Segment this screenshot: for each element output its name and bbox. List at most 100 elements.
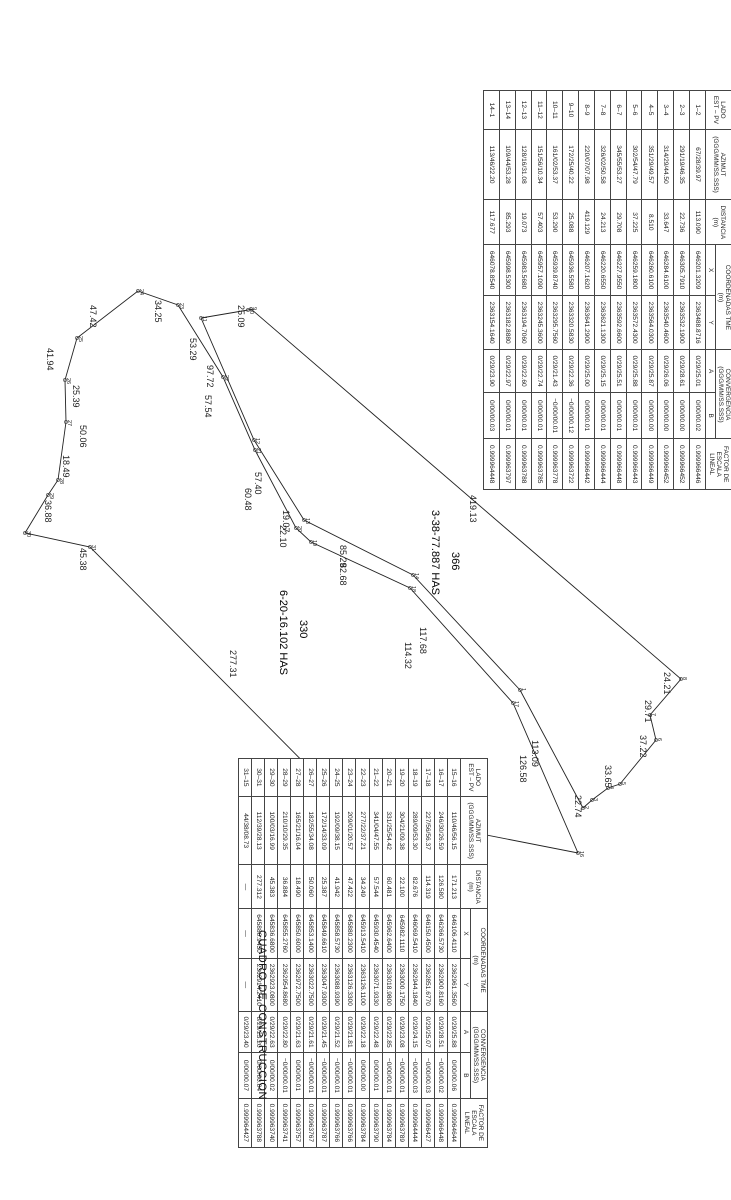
- table-cell-factor: 0.999963797: [499, 438, 516, 490]
- table-cell-conv_a: 0/29/22.97: [499, 349, 516, 393]
- table-cell-azimut: 246/30/26.59: [434, 796, 448, 865]
- table-cell-y: 2363194.7060: [515, 295, 532, 350]
- table-cell-factor: 0.999963790: [369, 1098, 383, 1148]
- side-length-label: 419.13: [468, 495, 478, 523]
- table-cell-x: 645936.5580: [562, 244, 579, 296]
- table-cell-azimut: 44/38/08.73: [238, 796, 252, 865]
- table-cell-conv_a: 0/29/25.87: [641, 349, 658, 393]
- table-cell-factor: 0.999966442: [578, 438, 595, 490]
- table-cell-x: 646078.8540: [483, 244, 500, 296]
- table-cell-azimut: 220/07/07.98: [578, 129, 595, 200]
- boundary-lines: [24, 290, 682, 854]
- table-cell-x: 646266.5730: [434, 908, 448, 959]
- col-b: B: [460, 1052, 471, 1099]
- table-cell-x: 645983.5680: [515, 244, 532, 296]
- table-cell-dist: 36.884: [277, 864, 291, 909]
- table-cell-dist: 85.293: [499, 199, 516, 245]
- table-cell-lado: 23–24: [342, 758, 356, 797]
- col-convergencia: CONVERGENCIA(GGG/MM/SS.SSS): [470, 1011, 488, 1099]
- lot-366-id: 366: [449, 552, 461, 570]
- table-cell-conv_a: 0/29/25.51: [610, 349, 627, 393]
- table-cell-factor: 0.999963784: [382, 1098, 396, 1148]
- table-cell-factor: 0.999963757: [290, 1098, 304, 1148]
- table-cell-y: 2362851.6770: [421, 958, 435, 1012]
- table-cell-azimut: 112/39/28.13: [251, 796, 265, 865]
- side-length-label: 45.38: [78, 548, 88, 571]
- table-cell-conv_a: 0/29/24.15: [408, 1011, 422, 1053]
- vertex-label: 30: [25, 531, 31, 537]
- table-cell-lado: 2–3: [673, 90, 690, 130]
- table-cell-conv_b: 0/00/00.00: [641, 392, 658, 439]
- side-length-label: 117.68: [418, 627, 428, 654]
- table-cell-lado: 22–23: [355, 758, 370, 797]
- table-cell-azimut: 151/56/10.34: [531, 129, 547, 200]
- table-cell-conv_b: −0/00/00.01: [395, 1052, 409, 1099]
- table-cell-conv_b: −0/00/00.01: [277, 1052, 291, 1099]
- vertex-marker: [302, 518, 306, 522]
- table-cell-lado: 20–21: [382, 758, 396, 797]
- table-cell-x: 645849.6610: [316, 908, 330, 959]
- table-cell-lado: 30–31: [251, 758, 265, 797]
- table-cell-conv_a: 0/29/22.80: [277, 1011, 291, 1053]
- table-cell-x: 645998.5300: [499, 244, 516, 296]
- table-cell-conv_a: 0/29/22.74: [531, 349, 547, 393]
- vertex-labels: 1234567891011121314151617181920212223242…: [23, 289, 687, 857]
- side-length-label: 36.88: [43, 500, 53, 523]
- table-cell-azimut: 100/03/16.99: [264, 796, 278, 865]
- vertex-marker: [88, 545, 92, 549]
- table-cell-factor: 0.999964427: [238, 1098, 252, 1148]
- table-cell-y: 2363592.6600: [610, 295, 627, 350]
- table-cell-conv_a: 0/29/25.88: [447, 1011, 461, 1053]
- table-cell-lado: 7–8: [594, 90, 611, 130]
- table-cell-dist: 25.088: [562, 199, 579, 245]
- table-cell-factor: 0.999966443: [626, 438, 642, 490]
- side-length-label: 47.42: [88, 305, 98, 328]
- table-cell-conv_b: 0/00/00.01: [290, 1052, 304, 1099]
- table-cell-azimut: 341/04/47.55: [369, 796, 383, 865]
- table-cell-azimut: 209/01/20.57: [342, 796, 356, 865]
- table-cell-conv_b: 0/00/00.01: [515, 392, 532, 439]
- table-cell-conv_b: 0/00/00.00: [657, 392, 674, 439]
- table-cell-x: 645880.2300: [342, 908, 356, 959]
- table-cell-dist: 24.213: [594, 199, 611, 245]
- col-b: B: [705, 392, 716, 439]
- table-cell-conv_b: −0/00/00.01: [329, 1052, 343, 1099]
- table-cell-dist: 33.647: [657, 199, 674, 245]
- table-cell-dist: 34.249: [355, 864, 370, 909]
- table-cell-factor: 0.999964644: [447, 1098, 461, 1148]
- table-cell-factor: 0.999966449: [641, 438, 658, 490]
- table-cell-conv_a: 0/29/22.48: [369, 1011, 383, 1053]
- table-cell-y: 2362944.1840: [408, 958, 422, 1012]
- table-cell-azimut: 110/46/56.15: [447, 796, 461, 865]
- table-cell-factor: 0.999963778: [546, 438, 563, 490]
- table-cell-conv_a: 0/29/25.88: [626, 349, 642, 393]
- table-cell-y: 2363641.2900: [578, 295, 595, 350]
- table-cell-lado: 17–18: [421, 758, 435, 797]
- side-length-label: 25.39: [71, 385, 81, 408]
- table-cell-conv_b: 0/00/00.01: [610, 392, 627, 439]
- vertex-marker: [309, 540, 313, 544]
- table-cell-conv_a: 0/29/23.08: [395, 1011, 409, 1053]
- table-cell-dist: 57.403: [531, 199, 547, 245]
- table-cell-lado: 18–19: [408, 758, 422, 797]
- table-cell-x: 645853.1400: [303, 908, 317, 959]
- table-cell-factor: 0.999963788: [515, 438, 532, 490]
- table-cell-dist: 50.060: [303, 864, 317, 909]
- vertex-label: 22: [223, 375, 229, 381]
- side-length-label: 126.58: [518, 755, 528, 783]
- table-cell-conv_a: 0/29/25.15: [594, 349, 611, 393]
- table-cell-azimut: 304/21/09.38: [395, 796, 409, 865]
- table-cell-conv_a: 0/29/23.90: [483, 349, 500, 393]
- table-cell-azimut: 345/55/53.27: [610, 129, 627, 200]
